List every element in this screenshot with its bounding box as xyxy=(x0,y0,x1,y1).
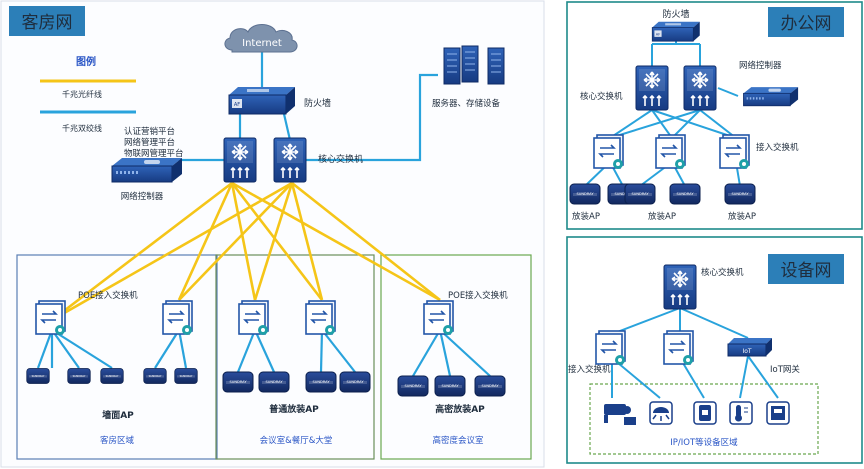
ip-camera-icon xyxy=(604,404,636,425)
dense-meeting-zone-label: 高密度会议室 xyxy=(432,435,484,446)
office-ap-label-mid: 放装AP xyxy=(648,211,676,222)
legend-title: 图例 xyxy=(76,55,96,68)
office-core-switch-label: 核心交换机 xyxy=(580,91,623,102)
office-core-switch-2-icon xyxy=(683,65,717,111)
office-ap-3-icon xyxy=(624,183,656,205)
guest-copper-links xyxy=(36,50,491,377)
platform-auth-marketing: 认证营销平台 xyxy=(124,126,175,137)
legend: 图例 千兆光纤线 千兆双绞线 xyxy=(40,55,136,133)
guest-poe-switch-3-icon xyxy=(238,300,269,336)
iot-gateway-icon: IoT xyxy=(727,338,772,357)
guest-poe-switch-2-icon xyxy=(162,300,193,336)
office-core-switch-1-icon xyxy=(635,65,669,111)
guest-room-zone xyxy=(16,254,218,460)
thermometer-icon xyxy=(729,401,753,425)
guest-poe-switch-1-icon xyxy=(35,300,66,336)
poe-switch-label-1: POE接入交换机 xyxy=(78,290,138,301)
office-net-controller-label: 网络控制器 xyxy=(739,60,782,71)
wall-ap-label: 墙面AP xyxy=(102,409,134,421)
office-ap-1-icon xyxy=(569,183,601,205)
meeting-zone-label: 会议室&餐厅&大堂 xyxy=(260,435,333,446)
guest-core-switch-2-icon xyxy=(273,137,307,183)
platform-network-mgmt: 网络管理平台 xyxy=(124,137,175,148)
dense-ap-group xyxy=(397,375,506,397)
office-ap-5-icon xyxy=(724,183,756,205)
device-core-switch-icon xyxy=(663,264,697,310)
guest-firewall-label: 防火墙 xyxy=(304,97,331,109)
office-network-title-text: 办公网 xyxy=(781,14,832,34)
sensor-panel-icon xyxy=(766,401,790,425)
legend-twisted-label: 千兆双绞线 xyxy=(62,123,102,133)
office-network-title: 办公网 xyxy=(768,7,844,37)
office-access-switch-label: 接入交换机 xyxy=(756,142,799,153)
office-firewall-icon xyxy=(651,21,701,42)
office-access-switch-1-icon xyxy=(593,134,624,170)
office-ap-label-right: 放装AP xyxy=(728,211,756,222)
normal-ap-label: 普通放装AP xyxy=(269,403,319,415)
guest-poe-switch-4-icon xyxy=(305,300,336,336)
server-storage-label: 服务器、存储设备 xyxy=(432,98,501,109)
guest-network-title: 客房网 xyxy=(9,6,85,36)
office-ap-label-left: 放装AP xyxy=(572,211,600,222)
guest-fiber-links xyxy=(51,181,441,322)
platform-iot-mgmt: 物联网管理平台 xyxy=(124,148,184,159)
legend-fiber-label: 千兆光纤线 xyxy=(62,89,102,99)
device-access-switch-1-icon xyxy=(595,330,626,366)
device-access-switch-label: 接入交换机 xyxy=(568,364,611,375)
guest-core-switch-1-icon xyxy=(223,137,257,183)
iot-zone-label: IP/IOT等设备区域 xyxy=(670,437,738,448)
guest-net-controller-label: 网络控制器 xyxy=(121,191,164,202)
iot-gateway-badge: IoT xyxy=(742,348,751,355)
office-access-switch-3-icon xyxy=(719,134,750,170)
guest-room-zone-label: 客房区域 xyxy=(100,435,135,446)
office-firewall-label: 防火墙 xyxy=(662,8,689,20)
meeting-zone xyxy=(215,254,375,460)
door-lock-icon xyxy=(693,401,717,425)
dense-meeting-zone xyxy=(380,254,532,460)
dense-ap-label: 高密放装AP xyxy=(435,403,485,415)
office-net-controller-icon xyxy=(743,86,799,107)
guest-firewall-icon xyxy=(228,86,296,115)
internet-cloud-icon: Internet xyxy=(224,24,298,53)
guest-network-title-text: 客房网 xyxy=(22,13,73,33)
iot-device-zone xyxy=(589,383,819,455)
device-access-switch-2-icon xyxy=(663,330,694,366)
guest-net-controller-icon xyxy=(111,157,183,183)
guest-core-switch-label: 核心交换机 xyxy=(318,153,363,165)
server-storage-icon xyxy=(443,45,505,85)
device-network-title: 设备网 xyxy=(768,254,844,284)
guest-poe-switch-5-icon xyxy=(423,300,454,336)
office-ap-4-icon xyxy=(669,183,701,205)
device-network-title-text: 设备网 xyxy=(781,261,832,281)
smoke-detector-icon xyxy=(649,401,673,425)
iot-gateway-label: IoT网关 xyxy=(770,364,800,375)
device-core-switch-label: 核心交换机 xyxy=(701,267,744,278)
internet-label: Internet xyxy=(242,38,282,49)
office-access-switch-2-icon xyxy=(655,134,686,170)
poe-switch-label-2: POE接入交换机 xyxy=(448,290,508,301)
